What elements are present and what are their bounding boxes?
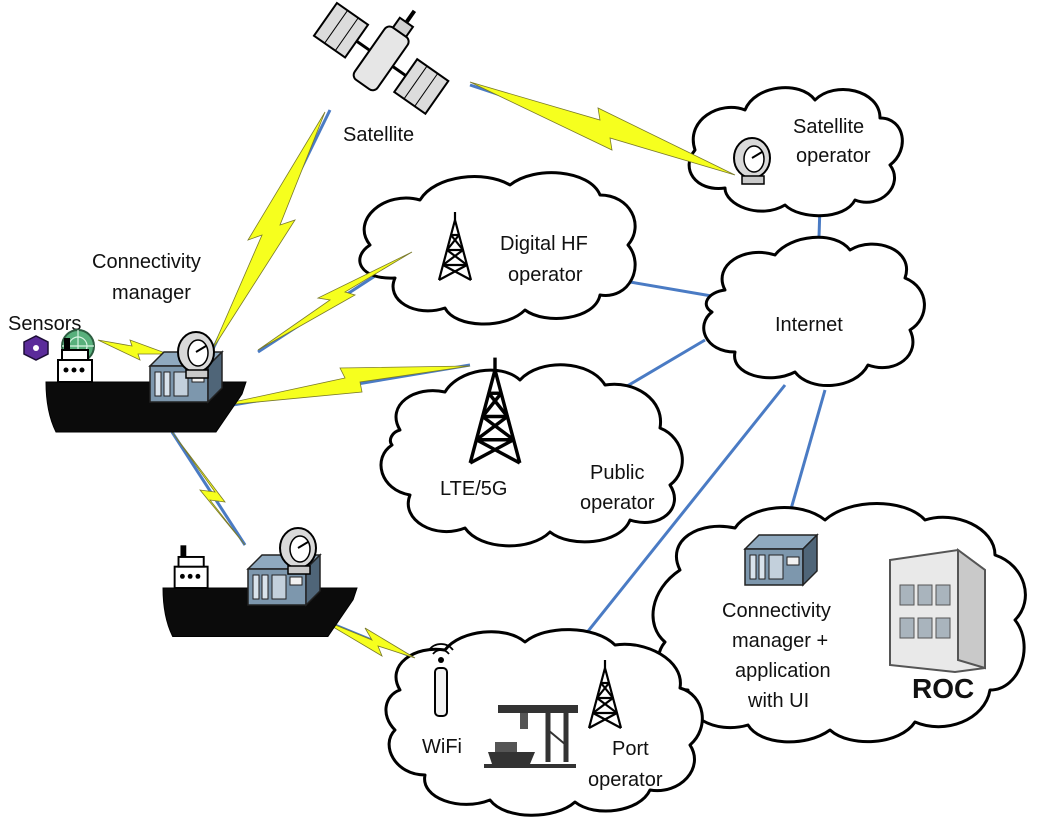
wireless-links — [97, 81, 736, 659]
port-operator-cloud — [384, 628, 704, 817]
lte-label: LTE/5G — [440, 478, 507, 500]
wireless-bolt-sat-satop — [469, 81, 736, 176]
connectivity-manager-label-line2: manager — [112, 282, 191, 304]
wireless-bolt-ship-hf — [257, 251, 413, 351]
server-rack-icon — [744, 534, 818, 586]
public-operator-cloud — [379, 363, 684, 548]
roc-connectivity-label-line2: manager + — [732, 630, 828, 652]
wireless-bolt-ship-lte — [214, 365, 471, 407]
satellite-operator-label-line1: Satellite — [793, 116, 864, 138]
satellite-label: Satellite — [343, 124, 414, 146]
building-icon — [889, 548, 986, 674]
port-operator-label-line2: operator — [588, 769, 663, 791]
wireless-bolt-ship-sat — [211, 111, 326, 351]
internet-label: Internet — [775, 314, 843, 336]
sensors-label: Sensors — [8, 313, 81, 335]
port-operator-label-line1: Port — [612, 738, 649, 760]
roc-connectivity-label-line3: application — [735, 660, 831, 682]
port-crane-icon — [484, 705, 578, 768]
digital-hf-label-line2: operator — [508, 264, 583, 286]
wireless-bolt-ship2-wifi — [317, 617, 416, 659]
sensor-icon — [23, 335, 49, 361]
link-ship-ship — [170, 431, 247, 546]
roc-label: ROC — [912, 673, 974, 704]
wireless-bolt-sensors — [97, 339, 169, 361]
digital-hf-operator-cloud — [358, 171, 637, 326]
wireless-bolt-ship-ship — [171, 431, 246, 546]
roc-connectivity-label-line1: Connectivity — [722, 600, 831, 622]
connectivity-manager-label-line1: Connectivity — [92, 251, 201, 273]
satellite-operator-label-line2: operator — [796, 145, 871, 167]
public-operator-label-line1: Public — [590, 462, 644, 484]
internet-cloud — [702, 235, 926, 387]
wifi-antenna-icon — [428, 643, 454, 717]
satellite-icon — [312, 1, 450, 116]
link-port-internet — [563, 384, 787, 661]
roc-connectivity-label-line4: with UI — [747, 690, 809, 712]
public-operator-label-line2: operator — [580, 492, 655, 514]
wifi-label: WiFi — [422, 736, 462, 758]
digital-hf-label-line1: Digital HF — [500, 233, 588, 255]
